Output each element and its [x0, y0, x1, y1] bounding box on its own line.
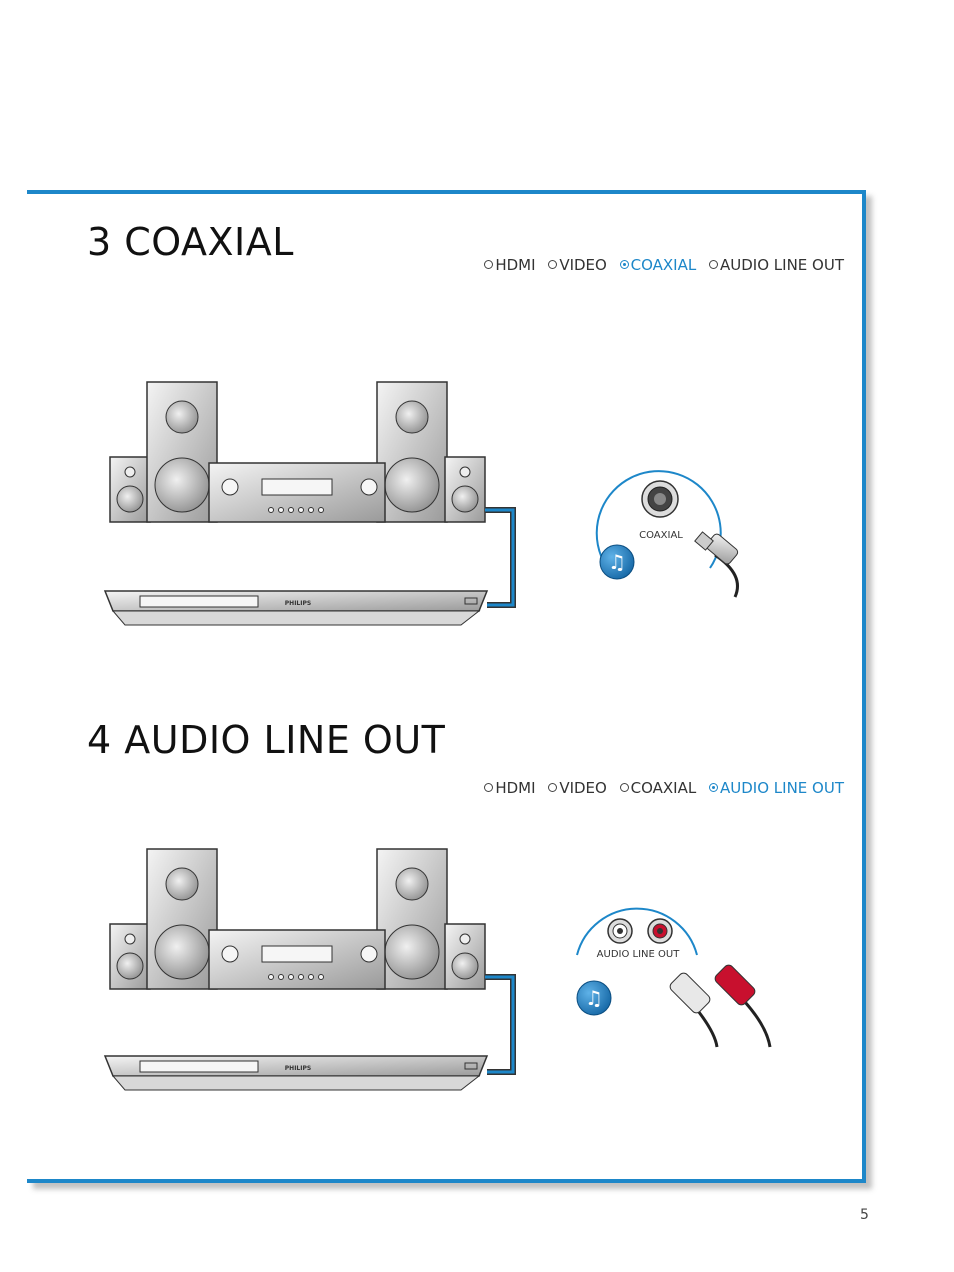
svg-text:♫: ♫: [585, 986, 603, 1010]
option-hdmi: HDMI: [484, 779, 536, 797]
audio-cable: [485, 508, 515, 607]
coaxial-connection-diagram: PHILIPS COAXIAL ♫: [103, 381, 739, 626]
page-number: 5: [860, 1207, 869, 1223]
radio-icon: [619, 783, 629, 792]
output-options-coaxial: HDMI VIDEO COAXIAL AUDIO LINE OUT: [476, 256, 844, 274]
amplifier-receiver-icon: [208, 929, 386, 990]
option-audio-line-out: AUDIO LINE OUT: [709, 256, 844, 274]
blu-ray-player-icon: PHILIPS: [103, 1055, 489, 1091]
option-video: VIDEO: [548, 779, 607, 797]
option-coaxial-selected: COAXIAL: [619, 256, 696, 274]
coaxial-jack-icon: [641, 480, 679, 518]
music-note-icon: ♫: [599, 544, 635, 580]
rca-plug-icon: [694, 531, 739, 598]
option-audio-line-out-selected: AUDIO LINE OUT: [709, 779, 844, 797]
content-frame: [27, 190, 866, 1183]
option-video: VIDEO: [548, 256, 607, 274]
section-title-audio-line-out: 4 AUDIO LINE OUT: [87, 718, 446, 762]
speaker-system-icon: [109, 381, 486, 523]
section-title-coaxial: 3 COAXIAL: [87, 220, 294, 264]
callout-ring: [595, 470, 722, 576]
audio-jack-white-icon: [607, 918, 633, 944]
output-options-audio-line-out: HDMI VIDEO COAXIAL AUDIO LINE OUT: [476, 779, 844, 797]
callout-ring: [576, 907, 698, 956]
radio-selected-icon: [619, 260, 629, 269]
audio-cable: [485, 975, 515, 1074]
blu-ray-player-icon: PHILIPS: [103, 590, 489, 626]
speaker-system-icon: [109, 848, 486, 990]
rca-plugs-icon: [669, 964, 772, 1048]
radio-icon: [548, 260, 558, 269]
radio-selected-icon: [709, 783, 719, 792]
amplifier-receiver-icon: [208, 462, 386, 523]
jack-label: COAXIAL: [639, 530, 683, 541]
jack-label: AUDIO LINE OUT: [597, 949, 681, 960]
radio-icon: [484, 260, 494, 269]
svg-text:♫: ♫: [608, 550, 626, 574]
radio-icon: [709, 260, 719, 269]
audio-line-out-connection-diagram: PHILIPS AUDIO LINE OUT ♫: [103, 848, 772, 1091]
option-hdmi: HDMI: [484, 256, 536, 274]
cable-outline: [485, 974, 516, 1075]
brand-label: PHILIPS: [285, 1065, 311, 1072]
music-note-icon: ♫: [576, 980, 612, 1016]
audio-jack-red-icon: [647, 918, 673, 944]
brand-label: PHILIPS: [285, 600, 311, 607]
radio-icon: [484, 783, 494, 792]
option-coaxial: COAXIAL: [619, 779, 696, 797]
radio-icon: [548, 783, 558, 792]
cable-outline: [485, 507, 516, 608]
